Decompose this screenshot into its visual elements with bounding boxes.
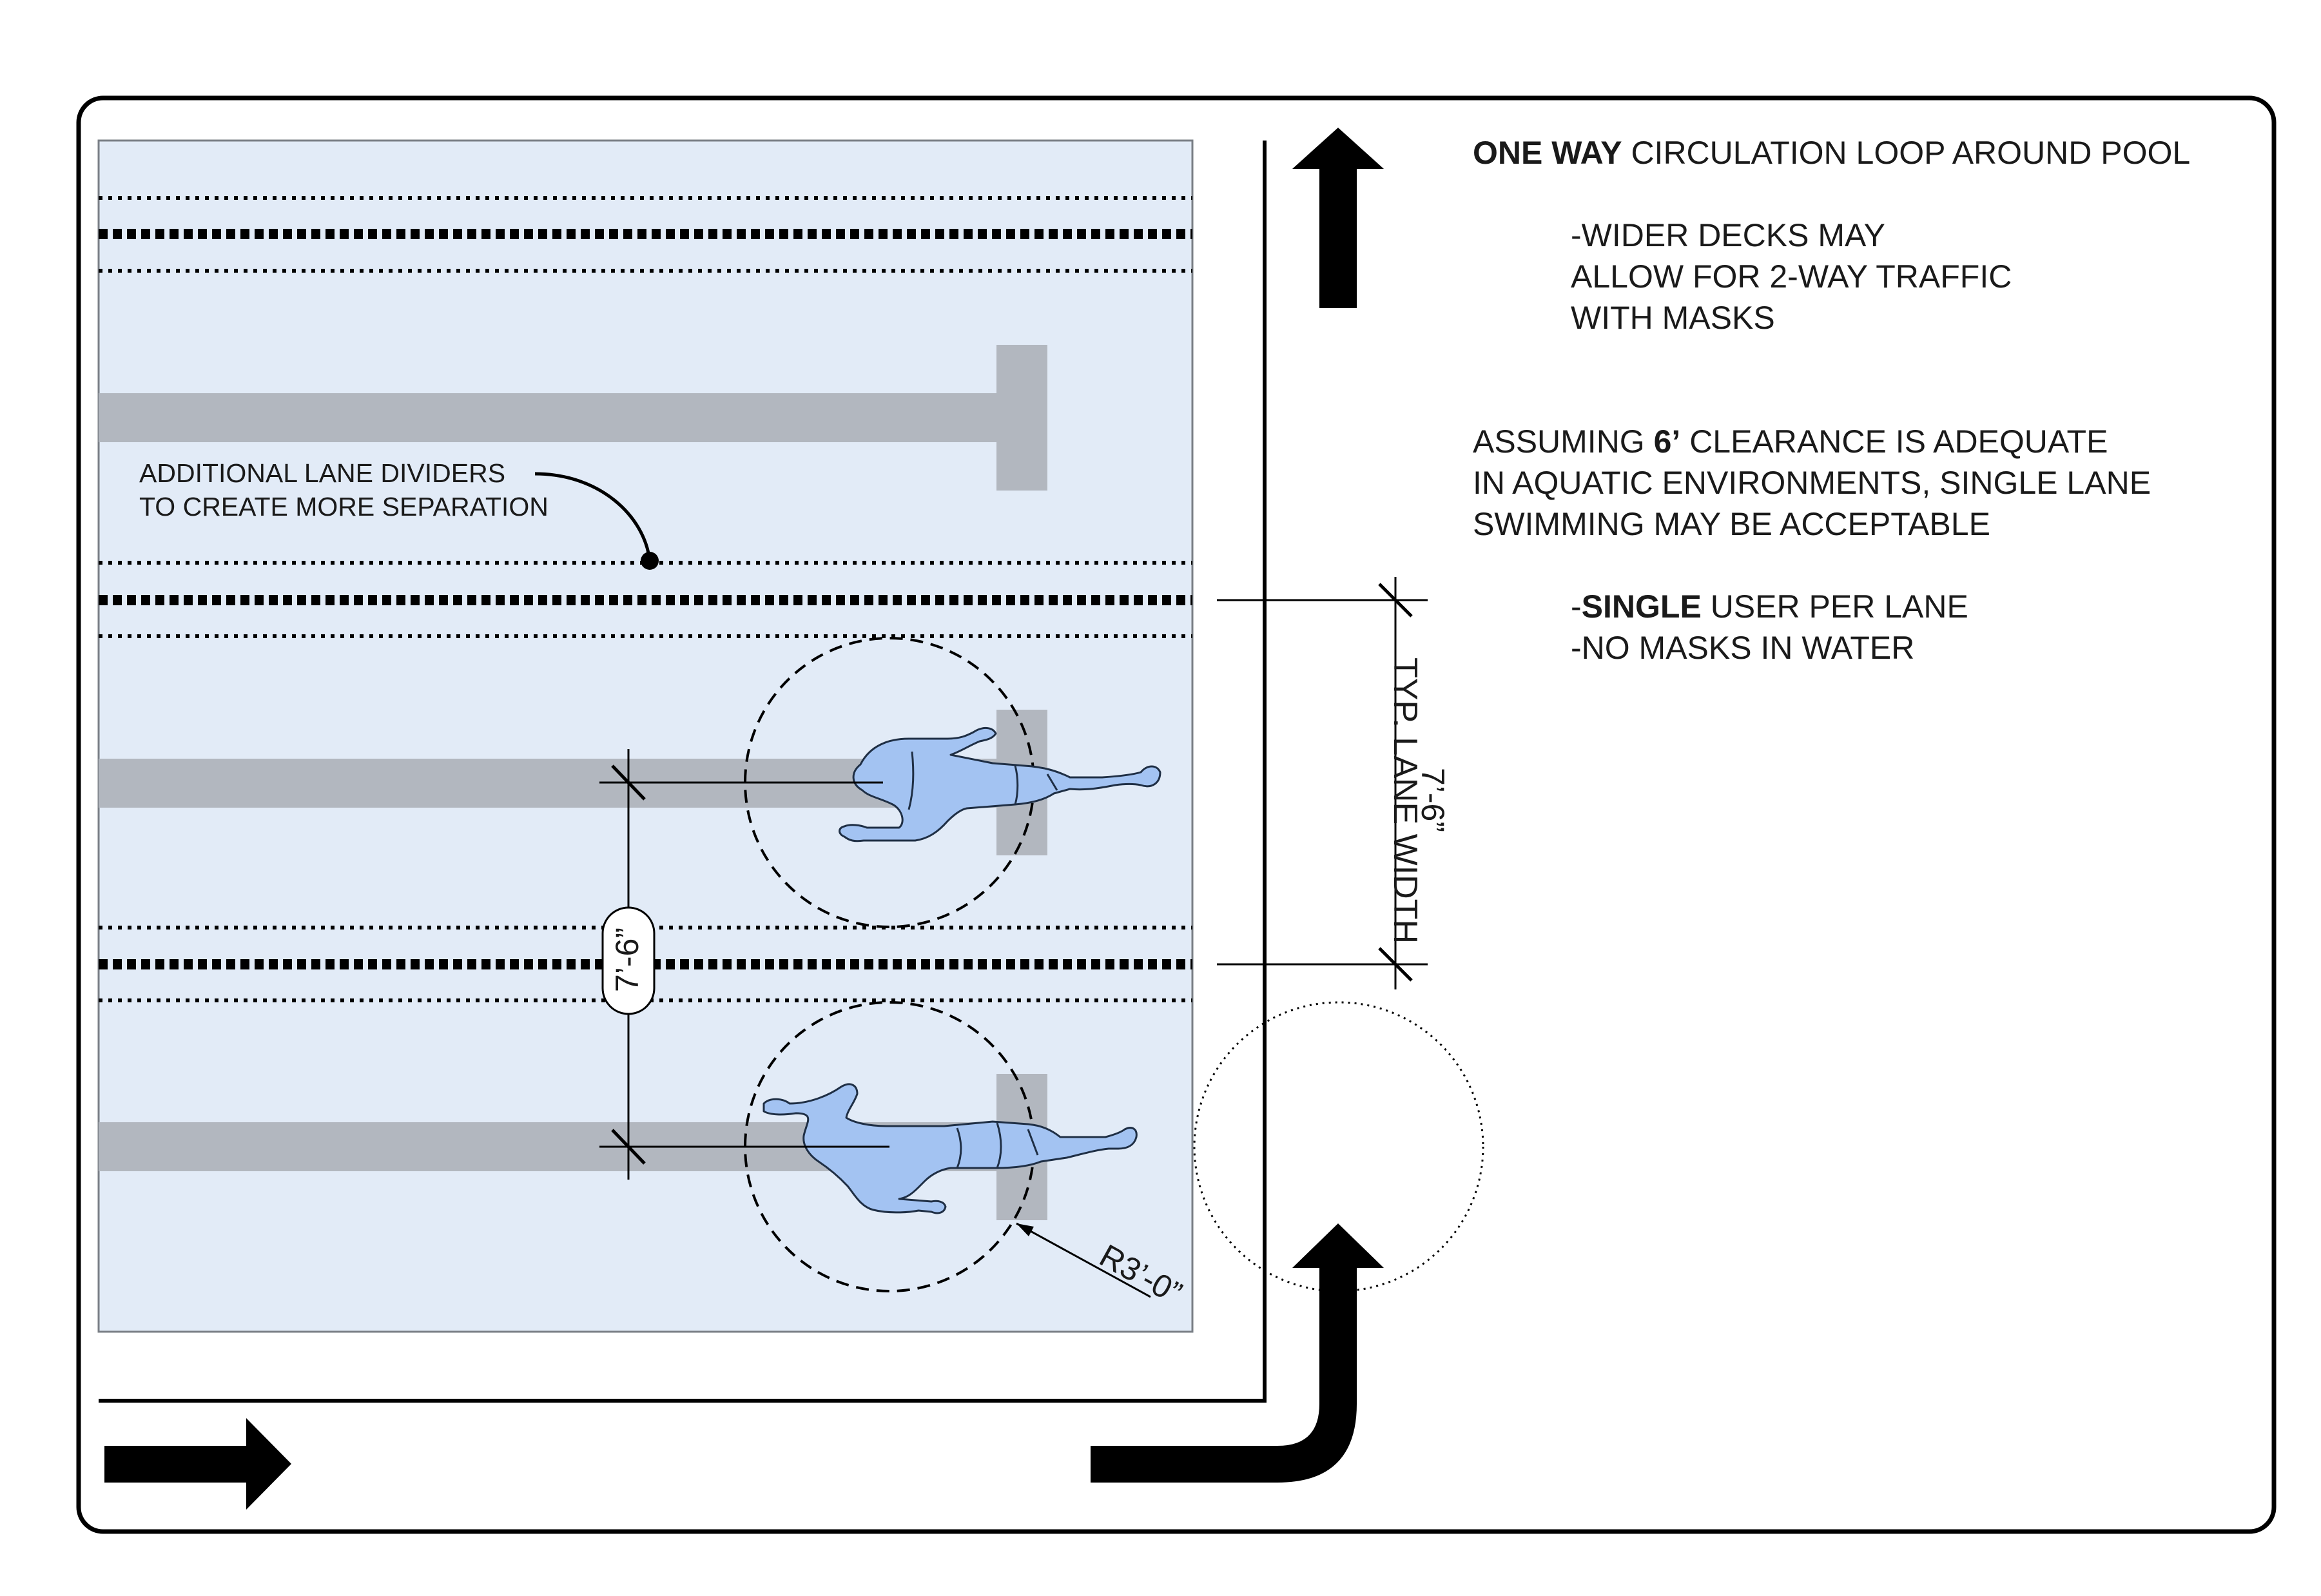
deck-note-line-1: -WIDER DECKS MAY	[1571, 217, 1885, 253]
radius-leader	[1016, 1222, 1151, 1298]
lane-divider-annotation: ADDITIONAL LANE DIVIDERS TO CREATE MORE …	[139, 456, 549, 523]
notes-heading-rest: CIRCULATION LOOP AROUND POOL	[1622, 135, 2191, 171]
annotation-leader-dot	[641, 552, 659, 570]
lane-divider-1	[99, 196, 1192, 273]
lane-stripe-1	[99, 345, 1047, 491]
notes-heading: ONE WAY CIRCULATION LOOP AROUND POOL	[1473, 132, 2259, 173]
assume-line-2: IN AQUATIC ENVIRONMENTS, SINGLE LANE	[1473, 465, 2151, 501]
swimmer-spacing-value: 7’-6”	[609, 927, 645, 993]
deck-note-line-3: WITH MASKS	[1571, 300, 1775, 336]
assume-line-1: ASSUMING 6’ CLEARANCE IS ADEQUATE	[1473, 423, 2108, 460]
assume-line-3: SWIMMING MAY BE ACCEPTABLE	[1473, 506, 1990, 542]
swimmer-spacing-pill	[601, 906, 656, 1015]
swimmer-icon	[762, 1083, 1138, 1214]
annotation-leader	[534, 472, 652, 561]
notes-heading-bold: ONE WAY	[1473, 135, 1622, 171]
diagram-frame	[76, 95, 2277, 1534]
circulation-notes: ONE WAY CIRCULATION LOOP AROUND POOL -WI…	[1473, 132, 2259, 668]
radius-arrowhead	[1016, 1223, 1034, 1236]
single-user-note: -SINGLE USER PER LANE	[1571, 589, 1968, 625]
deck-note-line-2: ALLOW FOR 2-WAY TRAFFIC	[1571, 258, 2012, 295]
lane-divider-2	[99, 561, 1192, 638]
lane-width-value: 7’-6”	[1415, 767, 1451, 833]
circulation-arrow-icon	[1292, 128, 1384, 308]
no-masks-note: -NO MASKS IN WATER	[1571, 630, 1915, 666]
swimmer-icon	[839, 727, 1161, 842]
circulation-arrow-icon	[104, 1418, 291, 1510]
annotation-line-1: ADDITIONAL LANE DIVIDERS	[139, 458, 506, 488]
annotation-line-2: TO CREATE MORE SEPARATION	[139, 492, 549, 521]
circulation-arrow-icon	[1091, 1223, 1384, 1483]
lane-width-dimension	[1217, 577, 1428, 989]
